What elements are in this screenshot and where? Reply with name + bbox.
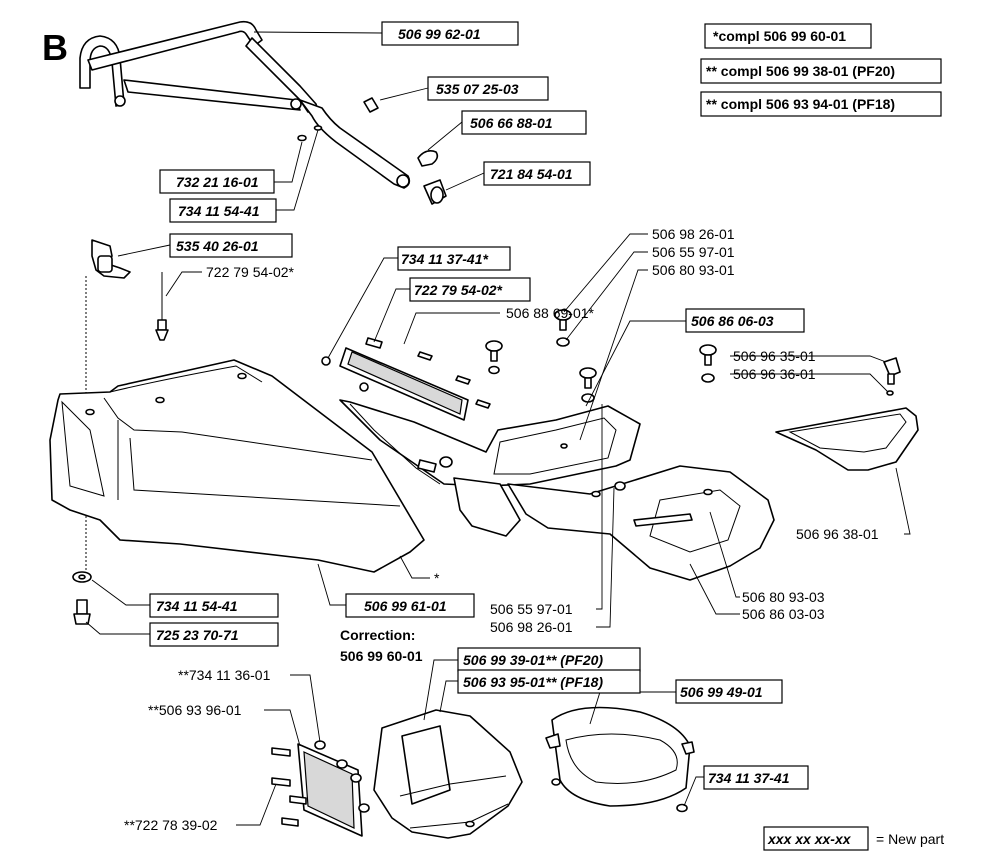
bracket-drawing bbox=[545, 706, 695, 813]
lower-cover-drawing bbox=[453, 465, 775, 581]
legend-sample: xxx xx xx-xx bbox=[767, 831, 852, 847]
chute-drawing bbox=[373, 709, 523, 839]
label-lever: 535 40 26-01 bbox=[176, 238, 259, 254]
label-nut-side: **734 11 36-01 bbox=[178, 667, 271, 683]
correction-note: Correction: 506 99 60-01 bbox=[340, 627, 423, 664]
label-washer-a: 732 21 16-01 bbox=[176, 174, 259, 190]
label-handle: 506 99 62-01 bbox=[398, 26, 481, 42]
housing-drawing bbox=[49, 359, 425, 573]
label-washer-c2: 506 55 97-01 bbox=[490, 601, 573, 617]
label-nut-top: 734 11 37-41* bbox=[401, 251, 488, 267]
label-nut-bottom: 734 11 37-41 bbox=[708, 770, 790, 786]
label-washer-c: 506 55 97-01 bbox=[652, 244, 735, 260]
label-plate: 506 86 06-03 bbox=[691, 313, 774, 329]
label-plug-washer: 506 96 36-01 bbox=[733, 366, 816, 382]
knobs-drawing bbox=[485, 309, 717, 403]
legend: xxx xx xx-xx = New part bbox=[763, 826, 944, 851]
label-grille: 506 88 69-01* bbox=[506, 305, 595, 321]
label-cover-bottom: 506 80 93-03 bbox=[742, 589, 825, 605]
lid-drawing bbox=[775, 357, 919, 471]
legend-text: = New part bbox=[876, 831, 944, 847]
leader-lines bbox=[85, 31, 911, 826]
label-screw-top: 722 79 54-02* bbox=[414, 282, 503, 298]
label-grille-side: **506 93 96-01 bbox=[148, 702, 242, 718]
label-bolt: 535 07 25-03 bbox=[436, 81, 519, 97]
assembly-note-3: ** compl 506 93 94-01 (PF18) bbox=[706, 96, 895, 112]
handle-drawing bbox=[79, 20, 447, 205]
label-washer-b: 734 11 54-41 bbox=[178, 203, 260, 219]
label-cover-top: 506 80 93-01 bbox=[652, 262, 735, 278]
label-bracket: 506 99 49-01 bbox=[680, 684, 763, 700]
label-knob-a2: 506 98 26-01 bbox=[490, 619, 573, 635]
plain-labels: 722 79 54-02* 506 88 69-01* 506 98 26-01… bbox=[124, 226, 879, 833]
label-pin: 722 79 54-02* bbox=[206, 264, 295, 280]
bottom-fasteners-drawing bbox=[72, 571, 92, 625]
correction-part: 506 99 60-01 bbox=[340, 648, 423, 664]
boxed-labels: 506 99 62-01 535 07 25-03 506 66 88-01 7… bbox=[149, 21, 809, 790]
assembly-note-1: *compl 506 99 60-01 bbox=[713, 28, 846, 44]
label-lid: 506 96 38-01 bbox=[796, 526, 879, 542]
section-letter: B bbox=[42, 27, 68, 68]
assembly-note-2: ** compl 506 99 38-01 (PF20) bbox=[706, 63, 895, 79]
grille-drawing bbox=[321, 337, 491, 421]
correction-title: Correction: bbox=[340, 627, 415, 643]
label-chute-pf18: 506 93 95-01** (PF18) bbox=[463, 674, 603, 690]
label-housing: 506 99 61-01 bbox=[364, 598, 447, 614]
label-asterisk: * bbox=[434, 570, 440, 586]
label-knob-a: 506 98 26-01 bbox=[652, 226, 735, 242]
assembly-notes: *compl 506 99 60-01 ** compl 506 99 38-0… bbox=[700, 23, 942, 117]
label-knob: 721 84 54-01 bbox=[490, 166, 573, 182]
label-clip: 506 66 88-01 bbox=[470, 115, 553, 131]
label-screw-side: **722 78 39-02 bbox=[124, 817, 218, 833]
label-washer-bottom: 734 11 54-41 bbox=[156, 598, 238, 614]
label-chute-pf20: 506 99 39-01** (PF20) bbox=[463, 652, 603, 668]
label-screw-bottom: 725 23 70-71 bbox=[156, 627, 239, 643]
label-plug: 506 96 35-01 bbox=[733, 348, 816, 364]
side-grille-drawing bbox=[271, 740, 370, 837]
label-base: 506 86 03-03 bbox=[742, 606, 825, 622]
